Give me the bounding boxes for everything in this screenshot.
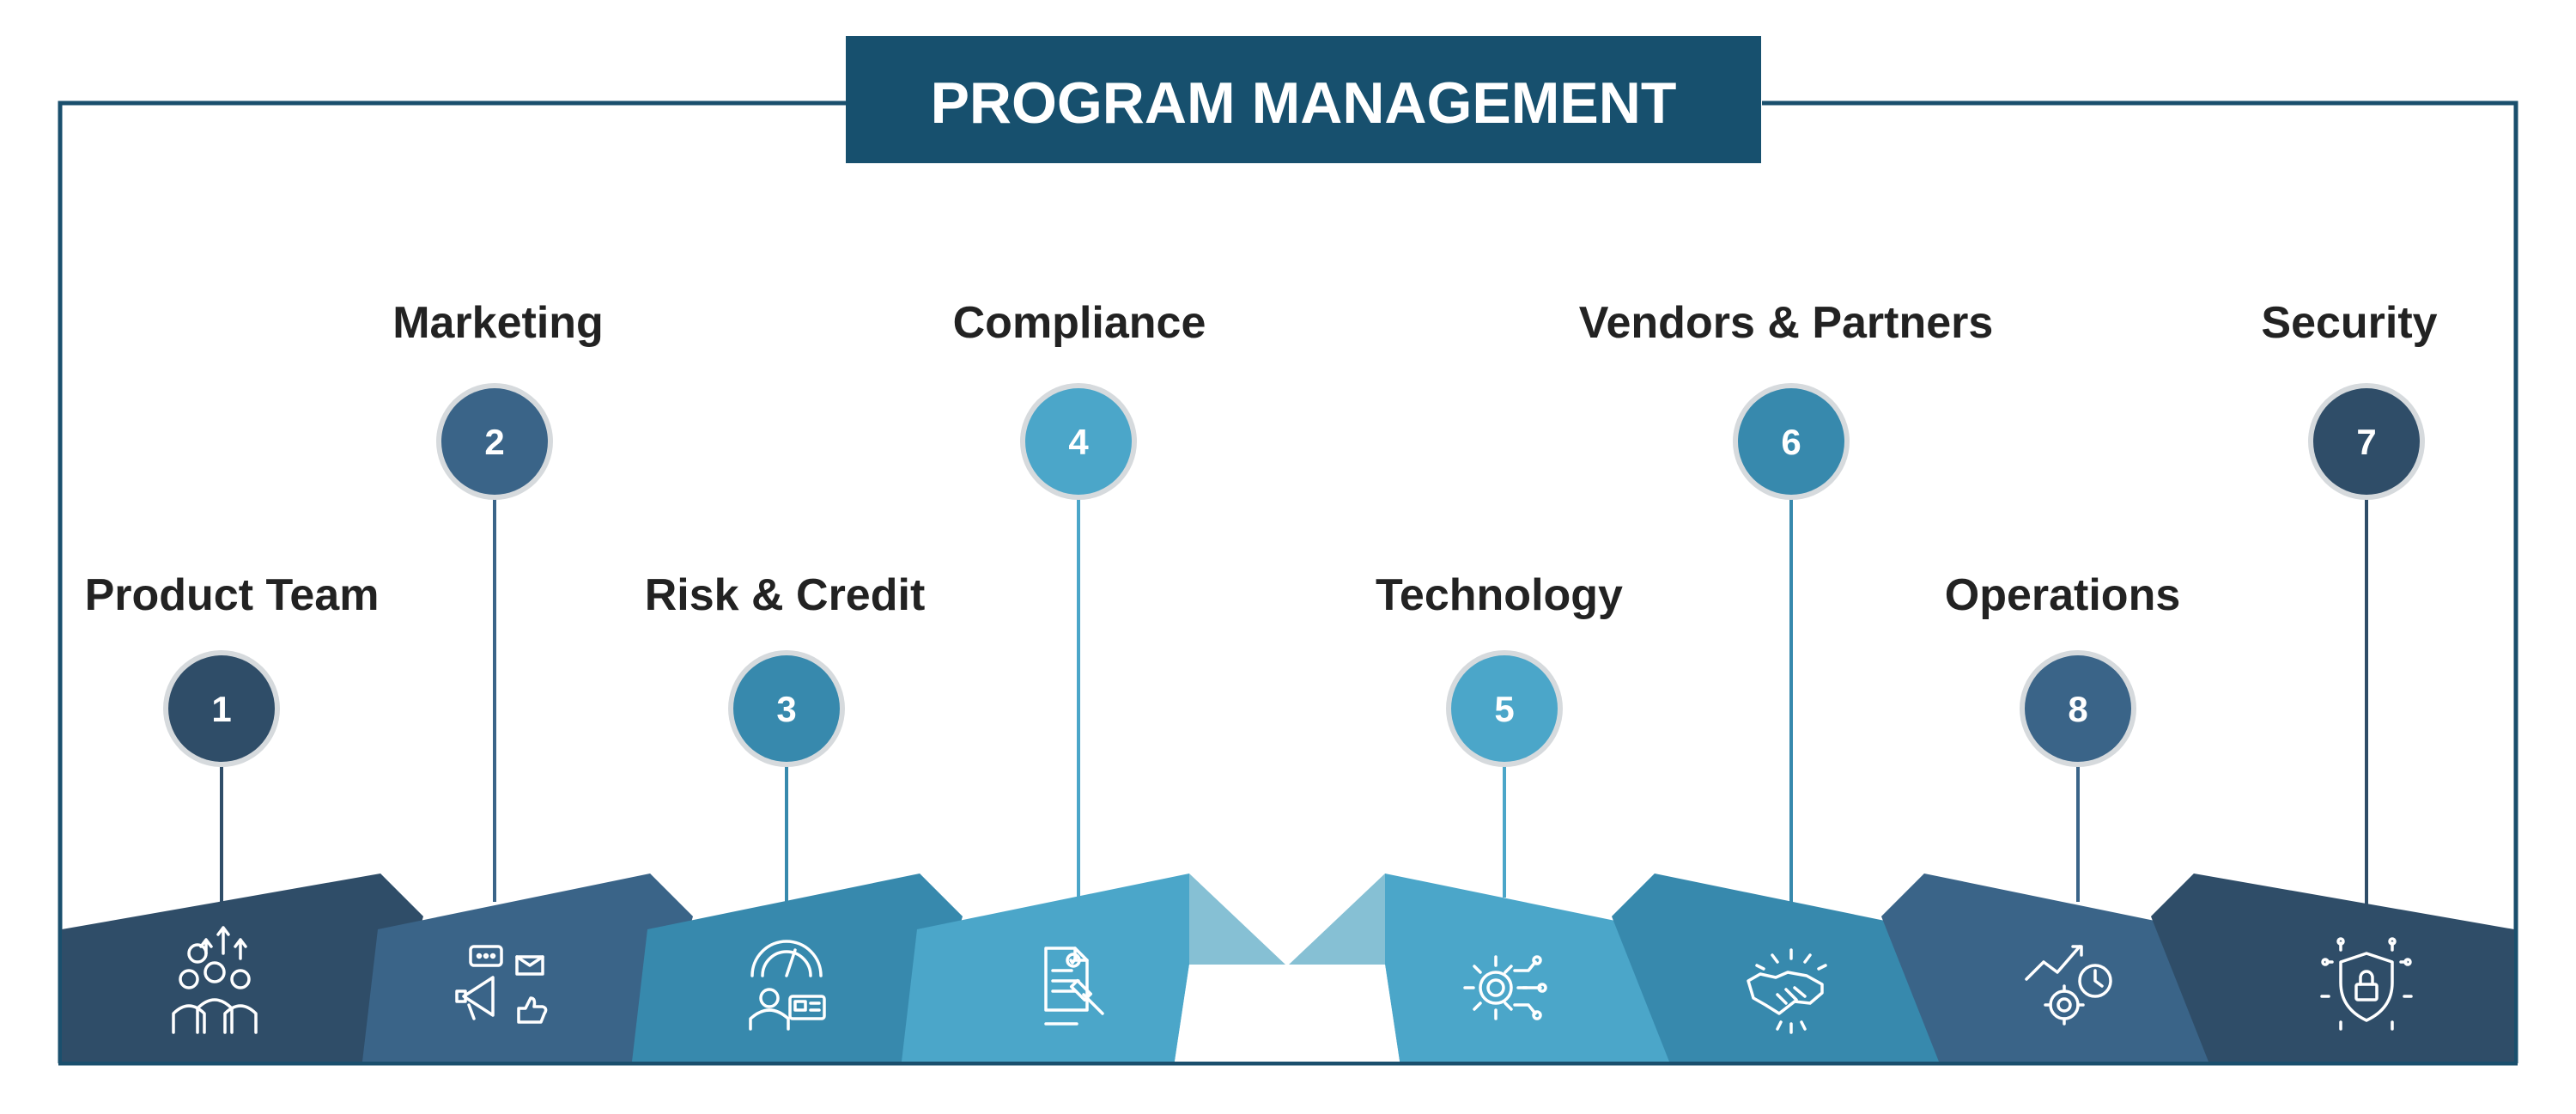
shield-lock-icon xyxy=(2320,937,2413,1031)
label-product-team: Product Team xyxy=(85,570,380,620)
team-growth-icon xyxy=(172,926,258,1034)
label-marketing: Marketing xyxy=(392,298,604,348)
credit-score-icon xyxy=(749,940,826,1031)
milestone-number-3: 3 xyxy=(776,689,796,729)
milestone-number-6: 6 xyxy=(1781,422,1801,462)
megaphone-icon xyxy=(455,945,548,1024)
label-operations: Operations xyxy=(1945,570,2181,620)
block-2 xyxy=(362,874,693,1062)
milestone-number-1: 1 xyxy=(211,689,231,729)
milestone-circle-4 xyxy=(1025,388,1132,495)
label-security: Security xyxy=(2261,298,2437,348)
outer-frame xyxy=(58,100,2518,1066)
milestone-number-2: 2 xyxy=(484,422,504,462)
block-3 xyxy=(632,874,963,1062)
center-gap xyxy=(1175,965,1400,1062)
page-title: PROGRAM MANAGEMENT xyxy=(931,70,1677,136)
fold-shadow-5 xyxy=(1289,874,1385,965)
block-8 xyxy=(2151,874,2514,1062)
growth-gear-icon xyxy=(2025,945,2112,1026)
block-icons xyxy=(172,926,2413,1034)
milestone-circle-8 xyxy=(2025,655,2131,762)
milestone-number-4: 4 xyxy=(1068,422,1089,462)
milestone-number-7: 7 xyxy=(2356,422,2376,462)
block-6 xyxy=(1612,874,1942,1062)
block-7 xyxy=(1881,874,2212,1062)
legal-document-icon xyxy=(1044,947,1104,1026)
gear-circuit-icon xyxy=(1463,955,1547,1020)
milestone-circle-5 xyxy=(1451,655,1558,762)
label-vendors-partners: Vendors & Partners xyxy=(1579,298,1994,348)
milestone-circle-2 xyxy=(441,388,548,495)
label-technology: Technology xyxy=(1376,570,1623,620)
base-blocks xyxy=(62,874,2514,1062)
milestones: 1 Product Team 2 Marketing 3 Risk & Cred… xyxy=(85,298,2438,906)
label-risk-credit: Risk & Credit xyxy=(645,570,926,620)
fold-shadow-4 xyxy=(1189,874,1285,965)
milestone-circle-7 xyxy=(2313,388,2420,495)
milestone-number-8: 8 xyxy=(2068,689,2087,729)
handshake-icon xyxy=(1747,948,1827,1034)
milestone-number-5: 5 xyxy=(1494,689,1514,729)
milestone-circle-1 xyxy=(168,655,275,762)
block-1 xyxy=(62,874,423,1062)
milestone-circle-6 xyxy=(1738,388,1844,495)
label-compliance: Compliance xyxy=(953,298,1206,348)
title-banner xyxy=(846,36,1761,163)
block-5 xyxy=(1385,874,1673,1062)
milestone-circle-3 xyxy=(733,655,840,762)
